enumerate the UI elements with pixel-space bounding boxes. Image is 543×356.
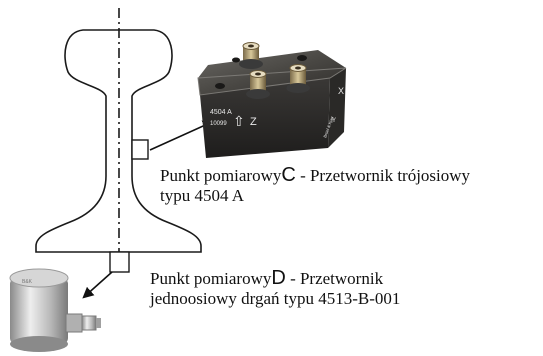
point-c-letter: C <box>281 164 296 186</box>
sensor-model-engraving: 4504 A <box>210 109 232 116</box>
arrow-c <box>149 120 215 151</box>
uniaxial-engraving: B&K <box>22 279 33 285</box>
point-c-caption: Punkt pomiarowyC - Przetwornik trójosiow… <box>160 165 470 206</box>
z-axis-label: Z <box>250 116 257 128</box>
point-c-caption-line1: Punkt pomiarowyC - Przetwornik trójosiow… <box>160 165 470 186</box>
arrow-d <box>82 271 113 299</box>
triaxial-sensor-image: 4504 A 10099 ⇧ Z X Y Brüel & Kjær <box>197 42 347 158</box>
point-d-suffix: - Przetwornik <box>285 269 384 288</box>
point-c-marker <box>131 139 149 160</box>
z-axis-arrow-icon: ⇧ <box>233 113 245 129</box>
point-d-caption: Punkt pomiarowyD - Przetwornik jednoosio… <box>150 268 400 309</box>
sensor-serial-engraving: 10099 <box>210 121 227 127</box>
x-axis-label: X <box>338 86 344 96</box>
point-d-letter: D <box>271 267 286 289</box>
connector-2 <box>286 64 310 93</box>
point-d-caption-line1: Punkt pomiarowyD - Przetwornik <box>150 268 400 289</box>
point-c-caption-line2: typu 4504 A <box>160 186 245 205</box>
point-d-caption-line2: jednoosiowy drgań typu 4513-B-001 <box>150 289 401 308</box>
point-d-marker <box>109 251 130 273</box>
point-c-suffix: - Przetwornik trójosiowy <box>295 166 471 185</box>
connector-3 <box>246 70 270 99</box>
connector-1 <box>239 42 263 69</box>
y-axis-label: Y <box>332 118 336 124</box>
point-d-prefix: Punkt pomiarowy <box>150 269 272 288</box>
rail-profile <box>35 29 202 253</box>
uniaxial-sensor-image: B&K <box>9 268 101 352</box>
point-c-prefix: Punkt pomiarowy <box>160 166 282 185</box>
